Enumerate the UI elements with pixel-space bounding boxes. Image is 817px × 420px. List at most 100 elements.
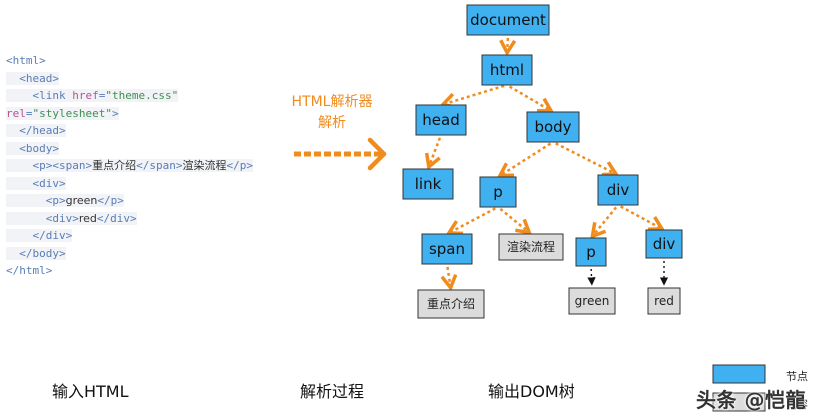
legend-content-swatch bbox=[712, 392, 766, 412]
node-label: head bbox=[422, 111, 459, 129]
parser-label: HTML解析器 解析 bbox=[284, 92, 380, 134]
parser-label-line-2: 解析 bbox=[318, 115, 346, 131]
tree-edge-p1-text-render bbox=[499, 207, 528, 232]
node-box bbox=[421, 233, 473, 265]
node-box bbox=[415, 104, 467, 136]
tree-edge-document-html bbox=[507, 37, 508, 51]
node-label: span bbox=[429, 240, 465, 258]
code-token: </p> bbox=[226, 159, 253, 172]
code-token: <body> bbox=[19, 141, 59, 155]
node-box bbox=[645, 229, 683, 259]
legend-node-label: 节点 bbox=[786, 370, 808, 383]
node-box bbox=[481, 54, 533, 86]
tree-edge-head-link bbox=[429, 137, 442, 165]
caption-process: 解析过程 bbox=[300, 382, 365, 401]
legend bbox=[712, 364, 766, 412]
code-token: rel bbox=[6, 106, 26, 120]
code-line: </body> bbox=[6, 245, 253, 263]
code-line: </div> bbox=[6, 227, 253, 245]
node-box bbox=[647, 287, 681, 315]
tree-edge-div1-div2 bbox=[620, 205, 661, 228]
content-box-text-intro: 重点介绍 bbox=[417, 289, 485, 319]
tree-edge-html-head bbox=[445, 84, 505, 104]
node-label: div bbox=[607, 181, 630, 199]
code-token: <div> bbox=[32, 176, 66, 190]
code-line: <div>red</div> bbox=[6, 210, 253, 228]
tree-edge-span-text-intro bbox=[447, 266, 450, 286]
node-box bbox=[568, 287, 616, 315]
code-token: </p> bbox=[97, 194, 124, 207]
dom-node-div1: div bbox=[597, 174, 639, 206]
tree-edge-body-p1 bbox=[501, 142, 552, 175]
tree-edge-body-div1 bbox=[555, 142, 615, 173]
content-box-text-green: green bbox=[568, 287, 616, 315]
node-label: 重点介绍 bbox=[427, 297, 475, 311]
code-line: <body> bbox=[6, 140, 253, 158]
dom-node-body: body bbox=[526, 111, 580, 143]
node-box bbox=[402, 168, 454, 200]
code-token: "stylesheet" bbox=[32, 106, 112, 120]
legend-node-swatch bbox=[712, 364, 766, 384]
code-token: </div> bbox=[96, 211, 137, 225]
code-token: <div> bbox=[45, 211, 79, 225]
node-label: green bbox=[575, 294, 610, 308]
node-label: div bbox=[653, 235, 676, 253]
dom-node-link: link bbox=[402, 168, 454, 200]
content-box-text-red: red bbox=[647, 287, 681, 315]
dom-node-p1: p bbox=[479, 176, 517, 208]
node-box bbox=[498, 233, 564, 261]
html-source-code: <html> <head> <link href="theme.css"rel=… bbox=[6, 52, 253, 280]
code-line: <p>green</p> bbox=[6, 192, 253, 210]
legend-content-label: 内容 bbox=[786, 398, 808, 411]
code-token: 重点介绍 bbox=[92, 159, 137, 172]
dom-node-html: html bbox=[481, 54, 533, 86]
node-label: p bbox=[586, 243, 596, 261]
code-line: </html> bbox=[6, 262, 253, 280]
node-box bbox=[597, 174, 639, 206]
code-token: red bbox=[78, 211, 97, 225]
code-line: <p><span>重点介绍</span>渲染流程</p> bbox=[6, 157, 253, 175]
node-label: p bbox=[493, 183, 503, 201]
code-line: <html> bbox=[6, 52, 253, 70]
code-line: <head> bbox=[6, 70, 253, 88]
code-token: </div> bbox=[32, 229, 73, 242]
dom-node-p2: p bbox=[575, 237, 607, 267]
watermark: 头条 @恺龍 bbox=[696, 388, 806, 412]
code-token: 渲染流程 bbox=[182, 159, 227, 172]
content-box-text-render: 渲染流程 bbox=[498, 233, 564, 261]
code-token: <html> bbox=[6, 54, 46, 67]
tree-edge-p2-text-green bbox=[587, 268, 596, 286]
code-token: green bbox=[65, 194, 98, 207]
tree-edge-html-body bbox=[508, 85, 550, 110]
code-token: <p> bbox=[45, 194, 66, 207]
code-line: <div> bbox=[6, 175, 253, 193]
code-token: </html> bbox=[6, 264, 53, 277]
code-token: <link bbox=[32, 89, 73, 102]
node-box bbox=[479, 176, 517, 208]
dom-node-div2: div bbox=[645, 229, 683, 259]
node-label: red bbox=[654, 294, 674, 308]
code-token: </span> bbox=[136, 159, 183, 172]
code-token: = bbox=[25, 106, 33, 120]
code-token: "theme.css" bbox=[105, 89, 179, 102]
code-token: </body> bbox=[19, 246, 66, 260]
tree-edge-div1-p2 bbox=[594, 206, 618, 235]
dom-node-span: span bbox=[421, 233, 473, 265]
code-line: </head> bbox=[6, 122, 253, 140]
code-line: <link href="theme.css" bbox=[6, 87, 253, 105]
code-line: rel="stylesheet"> bbox=[6, 105, 253, 123]
node-label: document bbox=[470, 11, 546, 29]
node-box bbox=[526, 111, 580, 143]
code-token: </head> bbox=[19, 124, 66, 137]
node-box bbox=[417, 289, 485, 319]
caption-output: 输出DOM树 bbox=[488, 382, 575, 401]
parser-label-line-1: HTML解析器 bbox=[291, 94, 373, 110]
tree-edge-p1-span bbox=[451, 207, 496, 232]
dom-node-document: document bbox=[466, 4, 550, 36]
caption-input: 输入HTML bbox=[52, 382, 129, 401]
node-label: body bbox=[534, 118, 571, 136]
dom-node-head: head bbox=[415, 104, 467, 136]
code-token: > bbox=[111, 106, 119, 120]
node-label: 渲染流程 bbox=[507, 239, 555, 254]
